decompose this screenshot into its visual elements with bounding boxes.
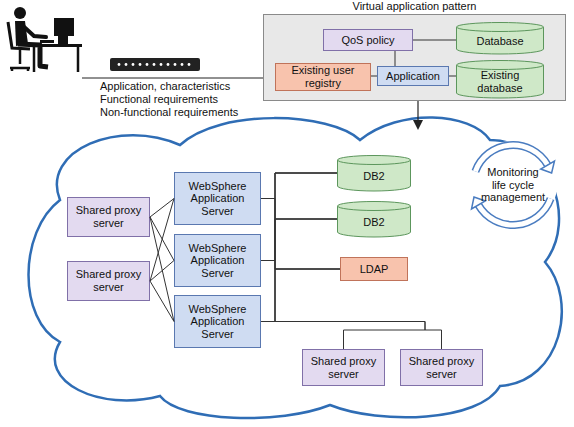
connector-line: [413, 40, 456, 41]
lifecycle-cycle: Monitoring life cycle management: [463, 135, 563, 235]
connector-line: [261, 219, 337, 322]
requirement-label: Application, characteristics: [100, 80, 230, 93]
cloud-outline: [29, 117, 562, 418]
node-label: Shared proxy server: [73, 204, 145, 229]
connector-line: [261, 322, 425, 350]
node-label: DB2: [363, 216, 384, 229]
pattern-container: Virtual application patternQoS policyDat…: [263, 14, 566, 101]
connector-line: [261, 261, 340, 270]
container-heading: Virtual application pattern: [264, 0, 565, 13]
network-device: [110, 58, 200, 71]
database-cylinder: DB2: [337, 155, 411, 191]
application-box: Application: [377, 66, 449, 86]
proxy-server-box: Shared proxy server: [400, 349, 483, 386]
database-cylinder: Existing database: [456, 60, 544, 98]
connector-line: [449, 76, 456, 77]
database-cylinder: Database: [456, 22, 544, 54]
connector-line: [150, 281, 174, 322]
deploy-arrow: [413, 101, 423, 130]
connector-line: [261, 199, 337, 220]
connector-line: [150, 261, 174, 282]
connector-line: [395, 51, 396, 66]
connector-line: [150, 217, 174, 322]
connector-line: [150, 199, 174, 282]
app-server-box: WebSphere Application Server: [174, 295, 261, 348]
database-cylinder: DB2: [337, 201, 411, 237]
proxy-server-box: Shared proxy server: [67, 261, 150, 301]
node-label: WebSphere Application Server: [182, 303, 254, 341]
node-label: Shared proxy server: [406, 355, 478, 380]
connector-line: [261, 199, 340, 270]
node-label: Existing database: [470, 69, 530, 94]
directory-box: LDAP: [340, 257, 408, 281]
connector-line: [150, 217, 174, 261]
node-label: Database: [476, 35, 523, 48]
node-label: LDAP: [360, 263, 389, 276]
node-label: Monitoring life cycle management: [479, 166, 547, 204]
proxy-server-box: Shared proxy server: [67, 197, 150, 237]
proxy-server-box: Shared proxy server: [302, 349, 385, 386]
node-label: Existing user registry: [281, 64, 365, 89]
connector-line: [261, 269, 340, 322]
node-label: WebSphere Application Server: [182, 242, 254, 280]
policy-box: QoS policy: [323, 29, 413, 51]
request-leader-line: [82, 78, 263, 79]
node-label: DB2: [363, 170, 384, 183]
connector-line: [371, 76, 377, 77]
app-server-box: WebSphere Application Server: [174, 172, 261, 225]
person-at-computer: [8, 7, 82, 72]
node-label: WebSphere Application Server: [182, 180, 254, 218]
connector-line: [261, 173, 337, 322]
app-server-box: WebSphere Application Server: [174, 234, 261, 287]
requirement-label: Non-functional requirements: [100, 106, 238, 119]
connector-line: [261, 322, 442, 350]
connector-line: [261, 173, 337, 199]
requirement-label: Functional requirements: [100, 93, 218, 106]
connector-line: [150, 199, 174, 218]
node-label: Application: [386, 70, 440, 83]
connector-line: [261, 173, 337, 261]
registry-box: Existing user registry: [275, 63, 371, 91]
connector-line: [261, 219, 337, 261]
node-label: Shared proxy server: [73, 268, 145, 293]
node-label: Shared proxy server: [308, 355, 380, 380]
node-label: QoS policy: [341, 34, 394, 47]
